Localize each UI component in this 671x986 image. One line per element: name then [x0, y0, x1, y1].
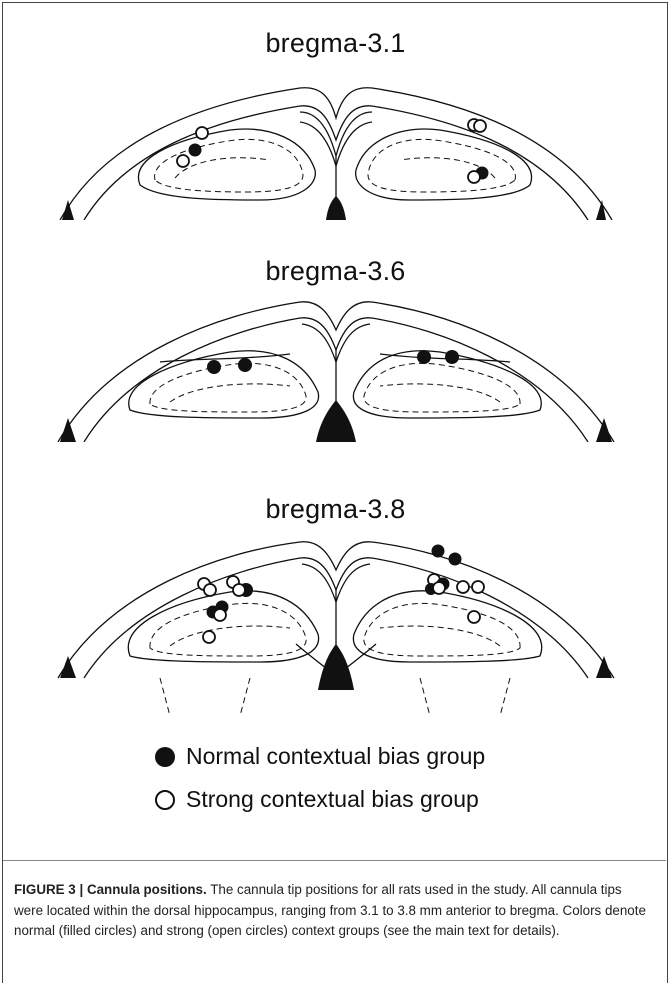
- cannula-marker-strong: [472, 581, 484, 593]
- cannula-marker-normal: [238, 358, 252, 372]
- open-circle-icon: [155, 790, 175, 810]
- legend-label-normal: Normal contextual bias group: [186, 743, 485, 770]
- brain-section-bregma-3-1: [0, 60, 671, 220]
- figure-caption: FIGURE 3 | Cannula positions. The cannul…: [14, 880, 654, 942]
- legend-entry-normal: Normal contextual bias group: [155, 743, 485, 770]
- cannula-marker-normal: [207, 360, 221, 374]
- cannula-marker-strong: [474, 120, 486, 132]
- brain-section-bregma-3-6: [0, 292, 671, 442]
- caption-label: FIGURE 3 | Cannula positions.: [14, 882, 207, 897]
- cannula-marker-strong: [196, 127, 208, 139]
- legend-label-strong: Strong contextual bias group: [186, 786, 479, 813]
- cannula-marker-strong: [214, 609, 226, 621]
- caption-separator: [3, 860, 666, 861]
- cannula-marker-strong: [468, 171, 480, 183]
- cannula-marker-normal: [432, 545, 445, 558]
- cannula-marker-strong: [204, 584, 216, 596]
- cannula-marker-strong: [233, 584, 245, 596]
- cannula-marker-strong: [457, 581, 469, 593]
- panel-title-bregma-3-8: bregma-3.8: [0, 494, 671, 525]
- brain-section-bregma-3-8: [0, 528, 671, 716]
- cannula-marker-normal: [445, 350, 459, 364]
- cannula-marker-normal: [189, 144, 202, 157]
- cannula-marker-strong: [177, 155, 189, 167]
- cannula-marker-normal: [417, 350, 431, 364]
- cannula-marker-strong: [203, 631, 215, 643]
- filled-circle-icon: [155, 747, 175, 767]
- legend-entry-strong: Strong contextual bias group: [155, 786, 479, 813]
- cannula-marker-strong: [433, 582, 445, 594]
- cannula-marker-strong: [468, 611, 480, 623]
- panel-title-bregma-3-6: bregma-3.6: [0, 256, 671, 287]
- cannula-marker-normal: [449, 553, 462, 566]
- panel-title-bregma-3-1: bregma-3.1: [0, 28, 671, 59]
